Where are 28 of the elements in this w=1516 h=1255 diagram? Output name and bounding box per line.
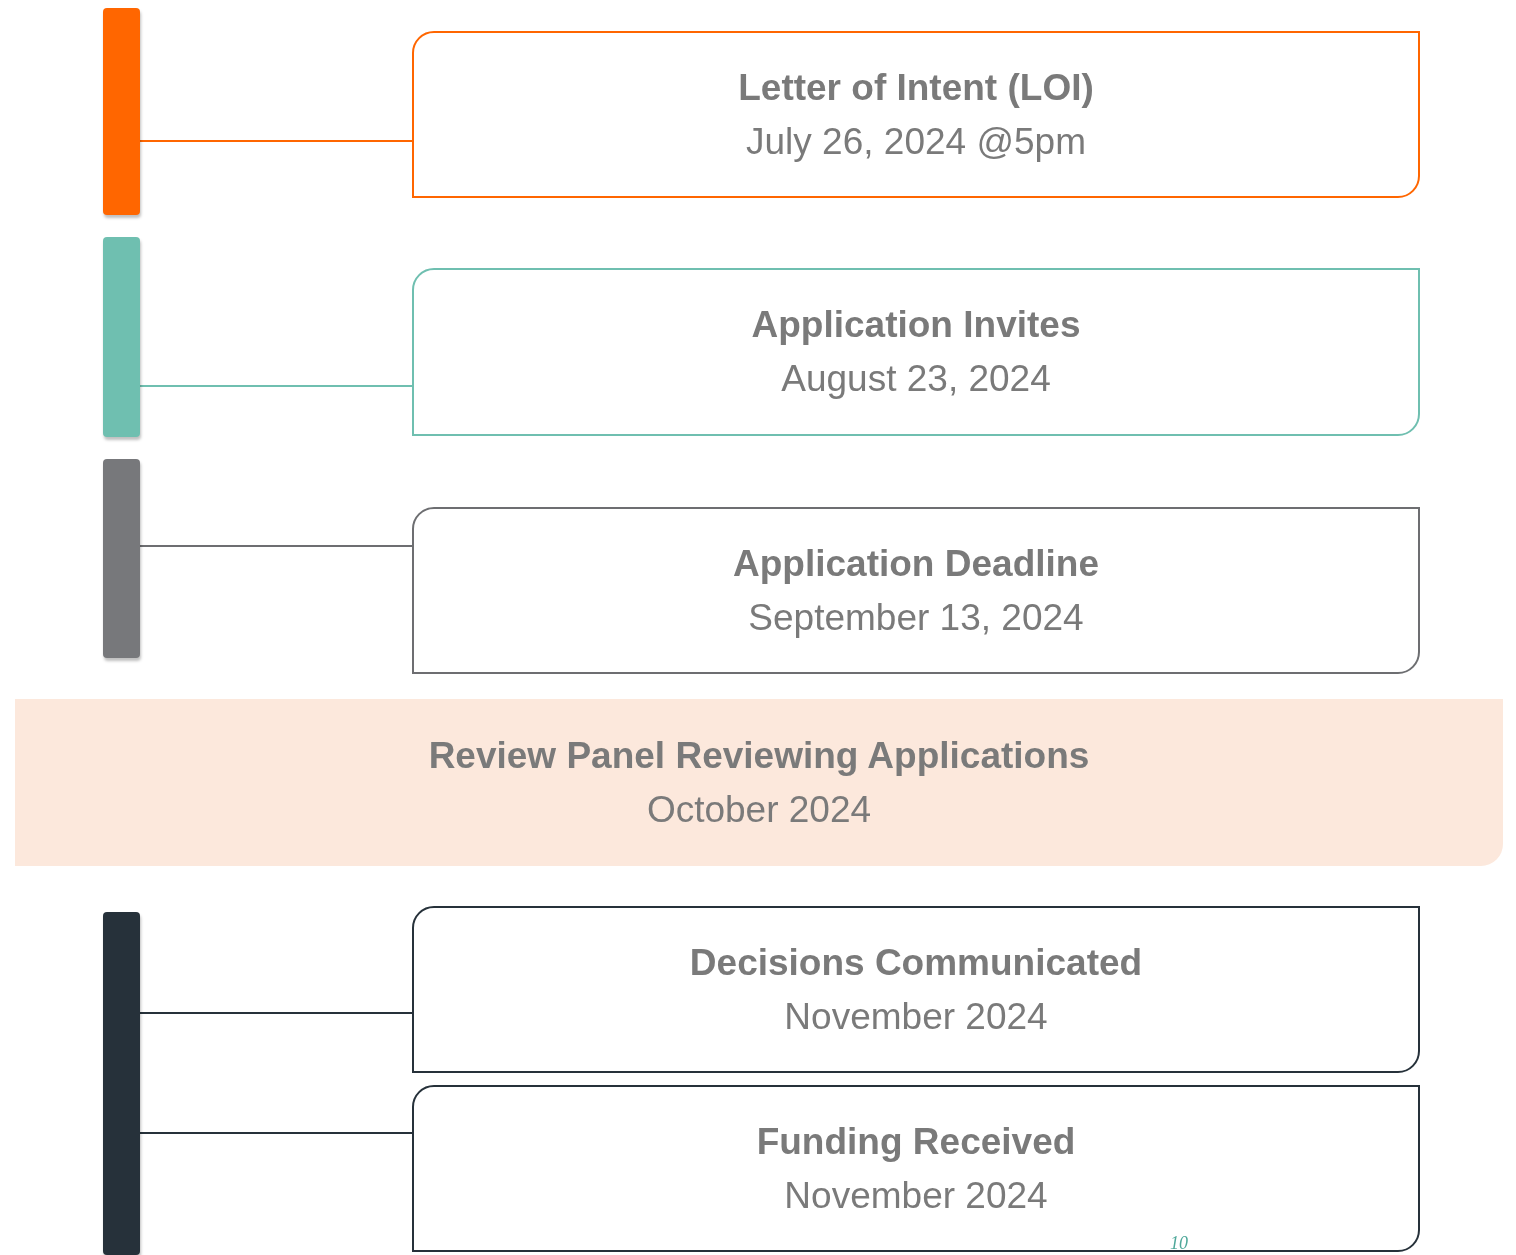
milestone-title: Review Panel Reviewing Applications	[428, 733, 1090, 778]
milestone-date: November 2024	[784, 1173, 1048, 1218]
milestone-title: Letter of Intent (LOI)	[738, 65, 1094, 110]
milestone-title: Funding Received	[756, 1119, 1076, 1164]
page-number: 10	[1170, 1234, 1188, 1252]
milestone-box	[412, 507, 1420, 674]
connector-line	[139, 1012, 413, 1014]
milestone-date: July 26, 2024 @5pm	[746, 119, 1086, 164]
milestone-box	[412, 31, 1420, 198]
milestone-box	[412, 1085, 1420, 1252]
milestone-date: November 2024	[784, 994, 1048, 1039]
milestone-title: Decisions Communicated	[689, 940, 1143, 985]
milestone-title: Application Invites	[751, 303, 1081, 348]
timeline-bar	[103, 912, 140, 1255]
connector-line	[139, 545, 413, 547]
milestone-date: August 23, 2024	[781, 357, 1051, 401]
milestone-box	[412, 268, 1420, 436]
timeline-bar	[103, 237, 140, 437]
connector-line	[139, 385, 413, 387]
milestone-date: September 13, 2024	[748, 595, 1084, 640]
milestone-title: Application Deadline	[733, 541, 1099, 586]
connector-line	[139, 1132, 413, 1134]
connector-line	[139, 140, 413, 142]
timeline-bar	[103, 459, 140, 658]
phase-band	[15, 699, 1503, 866]
milestone-box	[412, 906, 1420, 1073]
timeline-bar	[103, 8, 140, 215]
milestone-date: October 2024	[646, 787, 872, 832]
